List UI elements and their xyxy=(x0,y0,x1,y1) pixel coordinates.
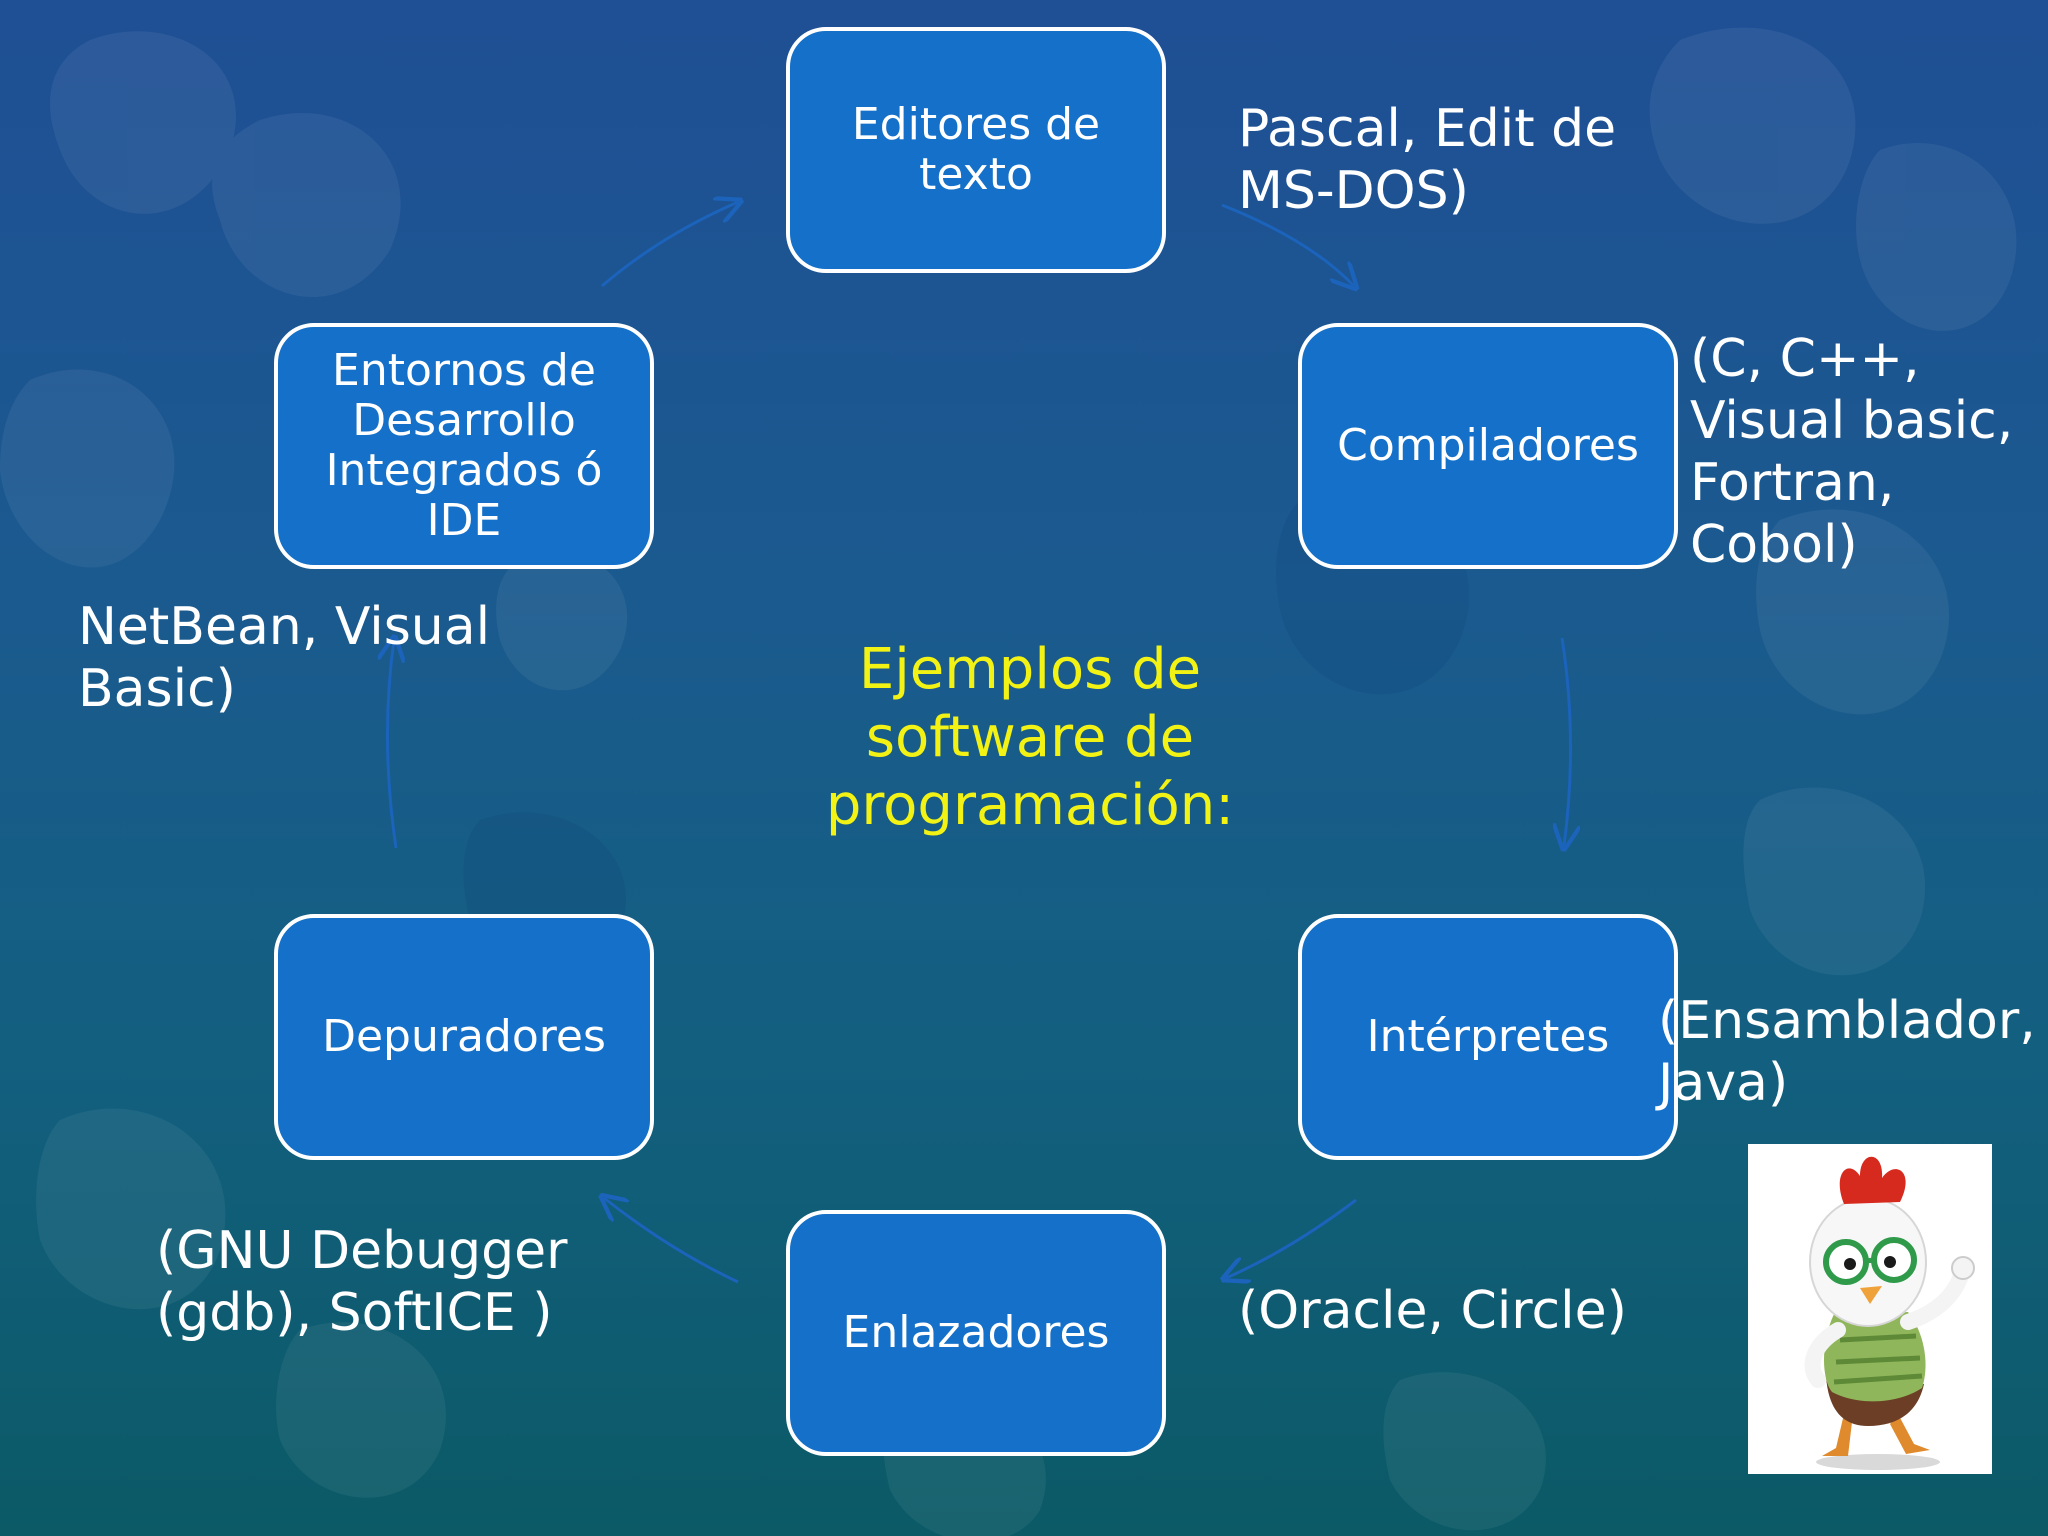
node-entornos-ide[interactable]: Entornos de Desarrollo Integrados ó IDE xyxy=(274,323,654,569)
annotation-enlazadores-examples: (Oracle, Circle) xyxy=(1238,1281,1627,1341)
arrow-enlazadores-to-depuradores xyxy=(604,1198,739,1284)
node-compiladores[interactable]: Compiladores xyxy=(1298,323,1678,569)
center-title: Ejemplos de software de programación: xyxy=(825,637,1235,838)
annotation-entornos-examples: NetBean, Visual Basic) xyxy=(78,597,491,719)
node-depuradores[interactable]: Depuradores xyxy=(274,914,654,1160)
node-enlazadores[interactable]: Enlazadores xyxy=(786,1210,1166,1456)
cartoon-chicken-icon xyxy=(1804,1156,1975,1470)
annotation-interpretes-examples: (Ensamblador, Java) xyxy=(1658,991,2036,1113)
annotation-editores-examples: Pascal, Edit de MS-DOS) xyxy=(1238,99,1617,221)
cartoon-chicken-image xyxy=(1748,1144,1992,1474)
arrow-interpretes-to-enlazadores xyxy=(1226,1198,1357,1278)
node-interpretes[interactable]: Intérpretes xyxy=(1298,914,1678,1160)
arrow-entornos-to-editores xyxy=(601,202,738,288)
annotation-compiladores-examples: (C, C++, Visual basic, Fortran, Cobol) xyxy=(1690,329,2014,575)
arrow-compiladores-to-interpretes xyxy=(1562,637,1571,846)
node-editores-de-texto[interactable]: Editores de texto xyxy=(786,27,1166,273)
annotation-depuradores-examples: (GNU Debugger (gdb), SoftICE ) xyxy=(156,1221,568,1343)
